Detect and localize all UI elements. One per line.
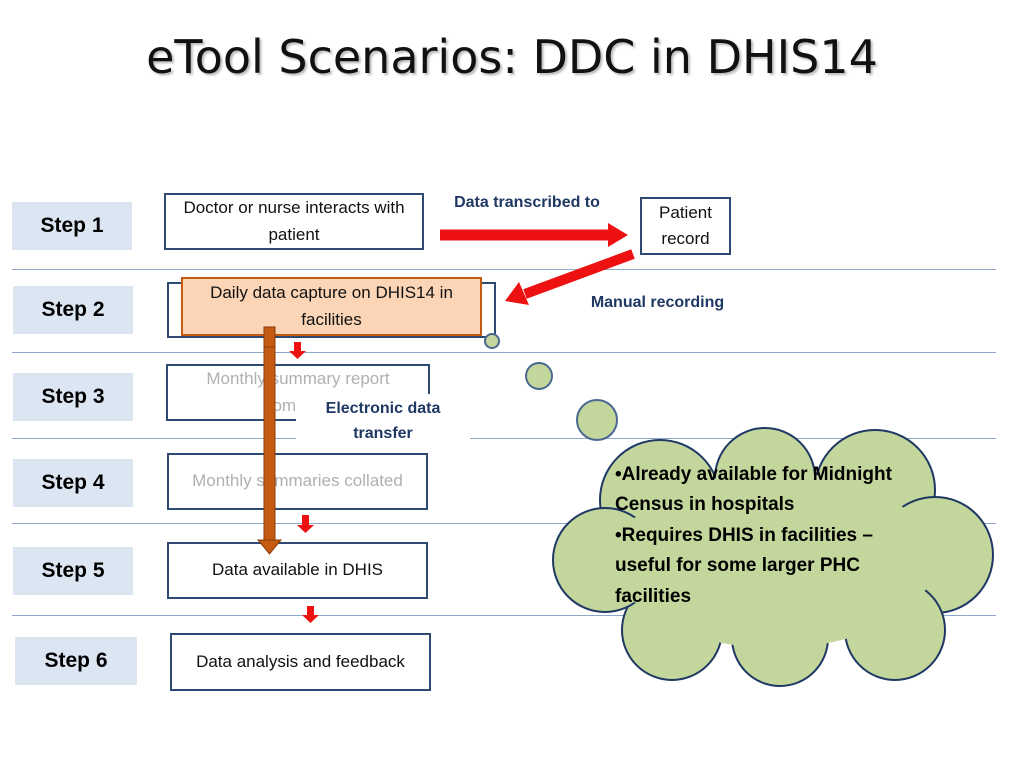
step-3-label: Step 3	[13, 373, 133, 421]
electronic-transfer-label: Electronic data transfer	[325, 400, 441, 442]
step-2-label: Step 2	[13, 286, 133, 334]
down-arrow-icon	[289, 342, 306, 359]
cloud-bullet: •Already available for Midnight Census i…	[615, 464, 892, 516]
step-4-label: Step 4	[13, 459, 133, 507]
data-available-box: Data available in DHIS	[167, 542, 428, 599]
cloud-bullet: •Requires DHIS in facilities – useful fo…	[615, 524, 873, 607]
step-1-label: Step 1	[12, 202, 132, 250]
manual-recording-label: Manual recording	[590, 294, 725, 311]
step-5-label: Step 5	[13, 547, 133, 595]
row-divider	[12, 269, 996, 270]
data-transcribed-label: Data transcribed to	[454, 194, 600, 211]
row-divider	[12, 615, 996, 616]
slide-title: eTool Scenarios: DDC in DHIS14	[146, 30, 878, 84]
patient-record-box: Patient record	[640, 197, 731, 255]
cloud-text: •Already available for Midnight Census i…	[615, 460, 905, 612]
row-divider	[12, 523, 996, 524]
doctor-nurse-box: Doctor or nurse interacts with patient	[164, 193, 424, 250]
down-arrow-icon	[302, 606, 319, 623]
thought-bubble-icon	[525, 362, 553, 390]
daily-capture-box: Daily data capture on DHIS14 in faciliti…	[181, 277, 482, 336]
row-divider	[12, 438, 996, 439]
electronic-transfer-arrow-icon	[256, 326, 283, 555]
manual-recording-arrow-icon	[505, 249, 635, 305]
cloud-body	[615, 472, 935, 648]
transcribed-arrow-icon	[440, 223, 628, 247]
transfer-label-background	[296, 394, 470, 444]
down-arrow-icon	[297, 515, 314, 533]
thought-bubble-icon	[576, 399, 618, 441]
thought-bubble-icon	[484, 333, 500, 349]
row-divider	[12, 352, 996, 353]
down-arrows	[289, 342, 319, 623]
monthly-collated-box: Monthly summaries collated	[167, 453, 428, 510]
step-6-label: Step 6	[15, 637, 137, 685]
data-analysis-box: Data analysis and feedback	[170, 633, 431, 691]
